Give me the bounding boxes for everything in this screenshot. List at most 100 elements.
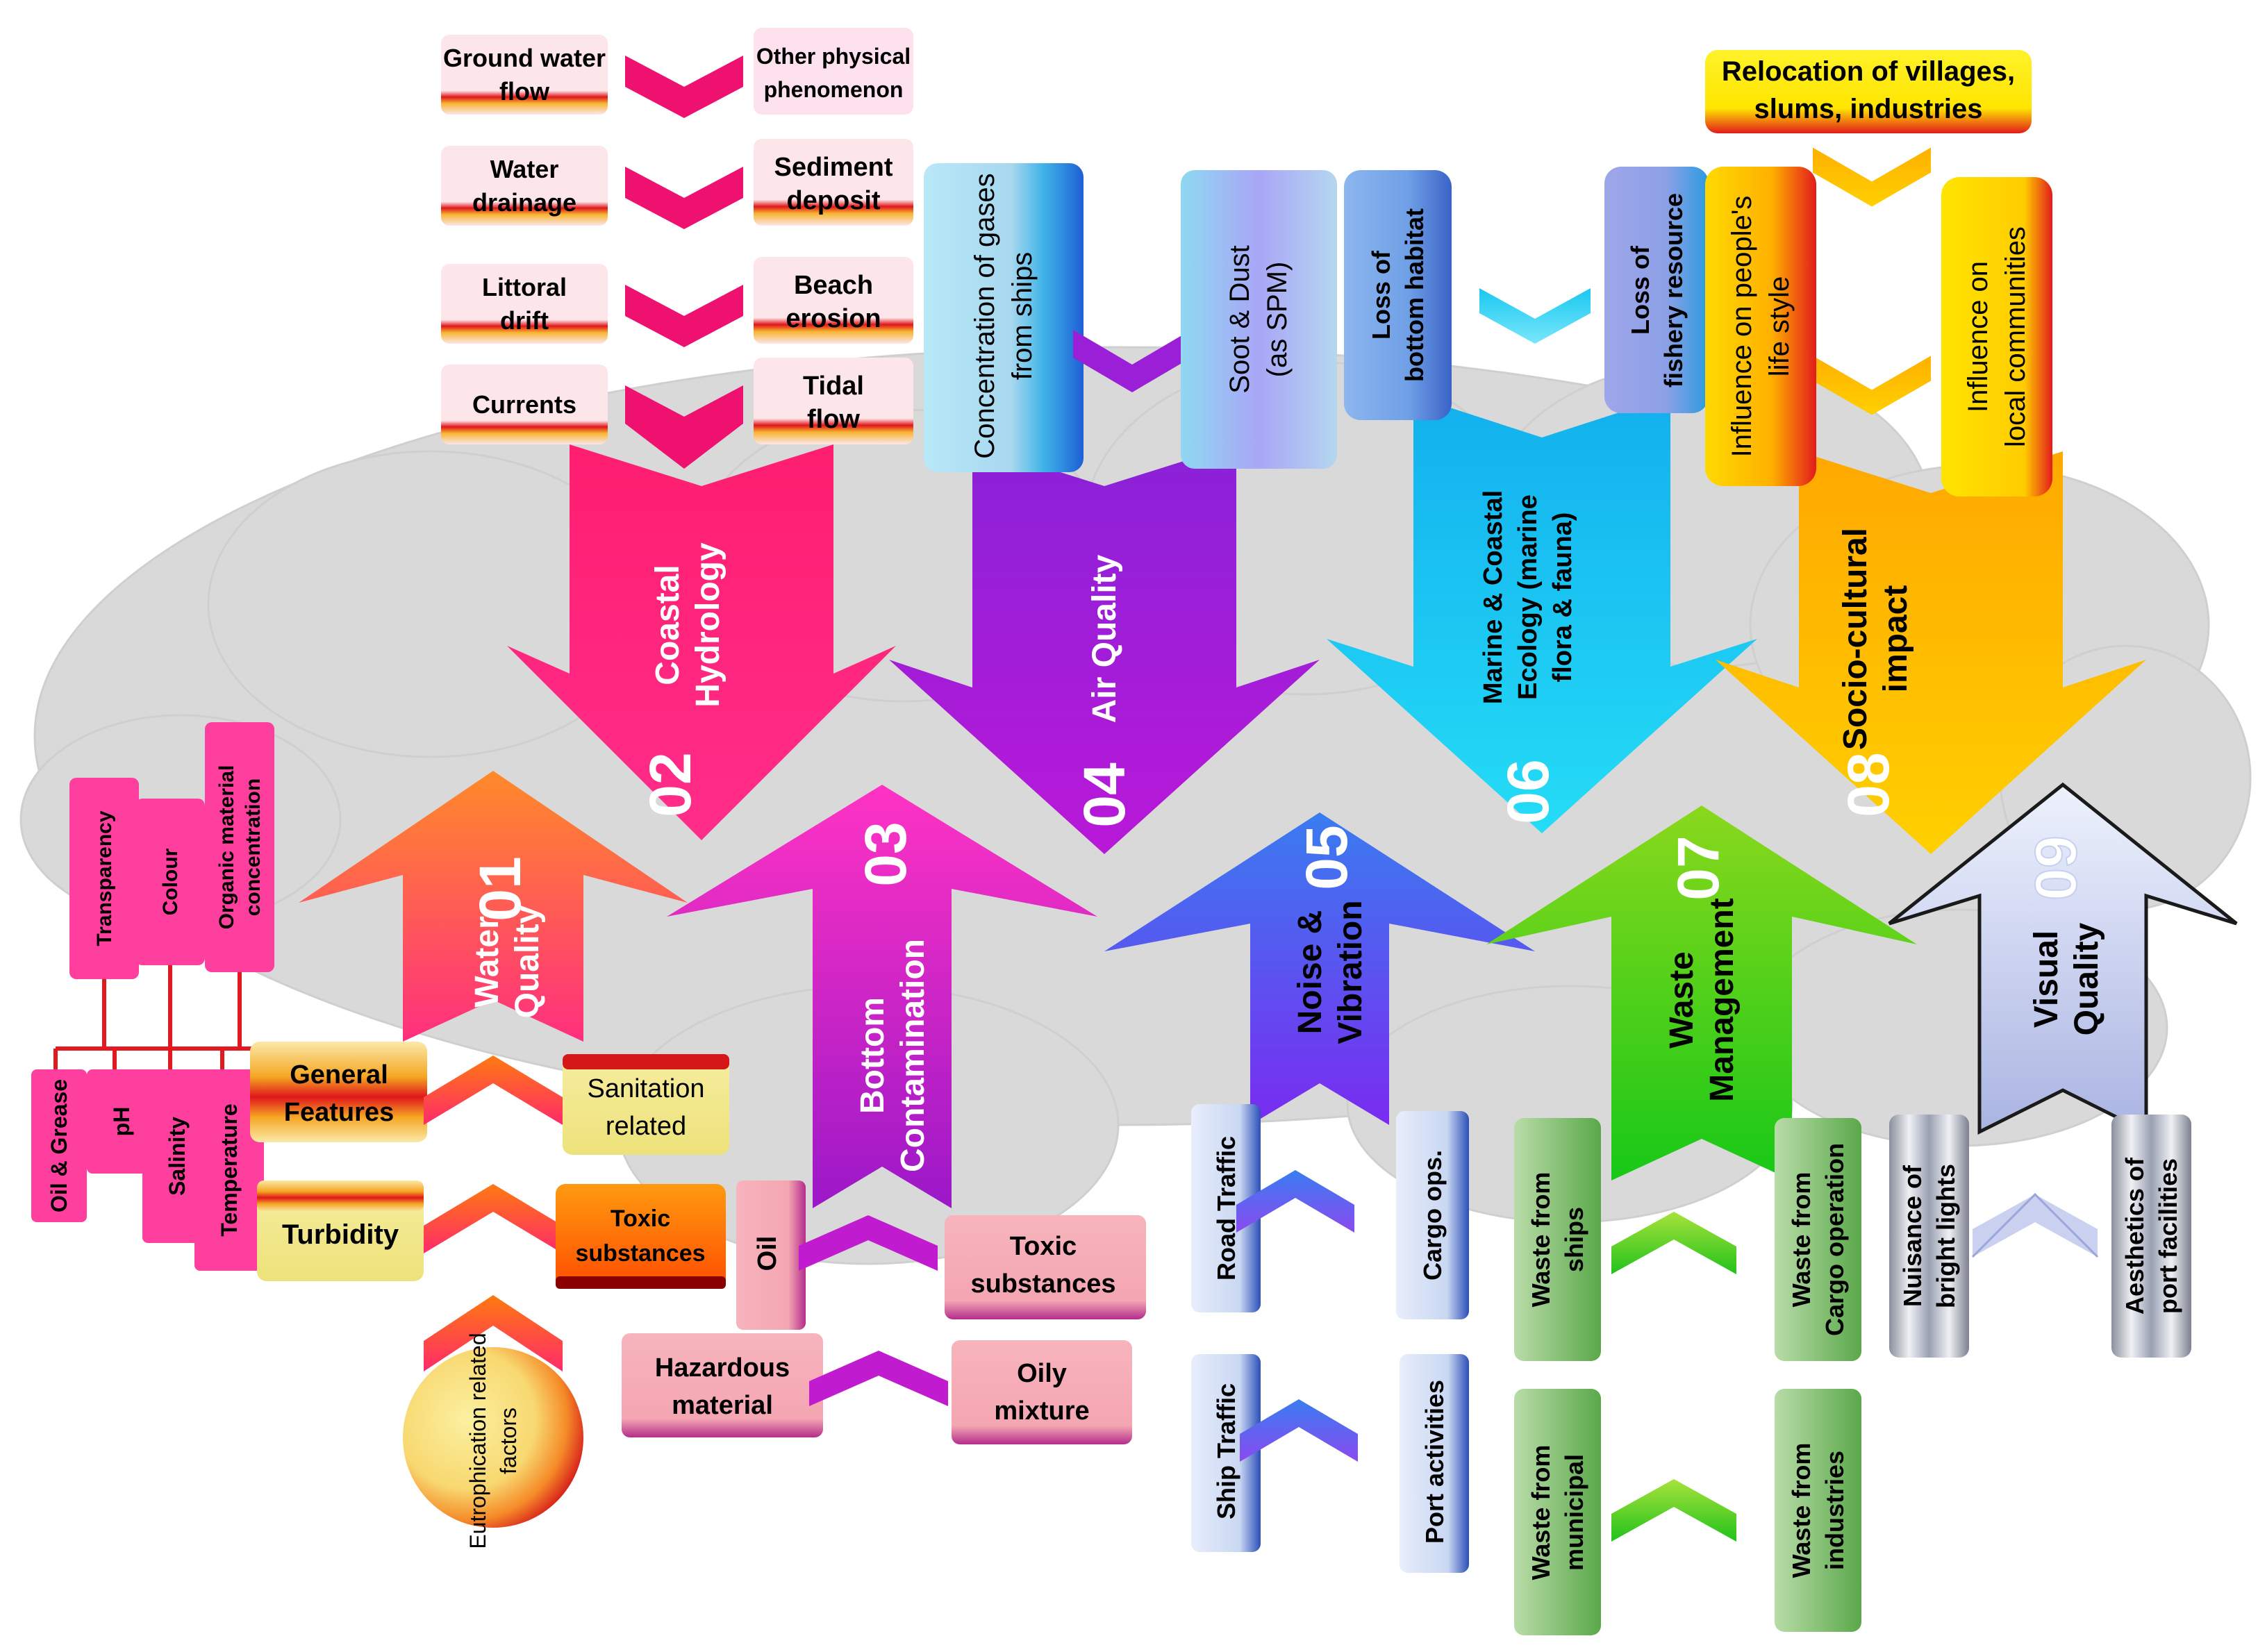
category-number-01: 01 [467,856,533,921]
svg-text:05: 05 [1294,825,1359,890]
water-param-top-3 [205,722,274,972]
toxic-water-box [556,1184,726,1288]
svg-text:Colour: Colour [159,848,182,915]
chevron-icon [424,1056,563,1125]
water-param-top-2 [135,799,205,965]
air-soot-box [1181,170,1337,469]
category-number-09: 09 [2023,835,2089,901]
chevron-icon [1236,1170,1354,1233]
category-number-04: 04 [1072,762,1137,828]
hydrology-label-4: Currents [472,390,576,419]
cargo-ops-label: Cargo ops. [1418,1150,1447,1280]
waste-cargo-box [1775,1118,1861,1361]
hazardous-box [622,1333,823,1437]
socio-communities-box [1941,177,2052,497]
category-arrow-04 [889,444,1320,854]
svg-text:Salinity: Salinity [165,1117,190,1196]
sanitation-band [563,1054,729,1069]
chevron-icon [799,1215,938,1271]
chevron-icon [809,1351,948,1406]
hydrology-item-3 [441,264,608,344]
air-gases-box [924,163,1084,472]
oil-box [736,1180,806,1330]
svg-text:08: 08 [1836,752,1901,817]
hydrology-item-4 [441,365,608,444]
chevron-icon [1611,1479,1736,1542]
water-param-label-2: pH [109,1107,134,1137]
socio-relocation-label: Relocation of villages,slums, industries [1722,56,2015,124]
air-soot-label: Soot & Dust(as SPM) [1225,245,1293,393]
category-arrow-08 [1716,451,2146,854]
toxic-bottom-box [945,1215,1146,1319]
water-param-label-1: Oil & Grease [47,1079,72,1212]
chevron-icon [1813,356,1931,415]
water-param-label-3: Salinity [165,1117,190,1196]
chevron-icon [424,1184,563,1253]
svg-text:Currents: Currents [472,390,576,419]
road-traffic-box [1191,1104,1261,1312]
chevron-icon [625,392,743,469]
category-number-06: 06 [1495,759,1561,824]
waste-municipal-box [1514,1389,1601,1635]
chevron-icon [625,56,743,118]
svg-text:Oil & Grease: Oil & Grease [47,1079,72,1212]
chevron-icon [1973,1194,2098,1257]
chevron-icon [1240,1399,1358,1462]
svg-text:07: 07 [1666,835,1731,900]
water-param-label-4: Temperature [217,1103,242,1236]
category-number-08: 08 [1836,752,1901,817]
cargo-ops-box [1396,1111,1469,1319]
svg-text:03: 03 [853,821,918,886]
hydrology-item-2 [441,146,608,226]
chevron-icon [625,167,743,229]
waste-ships-box [1514,1118,1601,1361]
category-number-05: 05 [1294,825,1359,890]
svg-text:Soot & Dust(as SPM): Soot & Dust(as SPM) [1225,245,1293,393]
category-arrow-01 [299,771,688,1042]
hydrology-item-r2 [754,139,913,226]
chevron-icon [1073,330,1191,392]
water-param-top-label-1: Transparency [93,810,116,946]
chevron-icon [1479,288,1591,344]
svg-text:Transparency: Transparency [93,810,116,946]
svg-text:Cargo ops.: Cargo ops. [1418,1150,1447,1280]
category-arrow-06 [1327,396,1757,833]
category-arrow-02 [507,444,896,840]
